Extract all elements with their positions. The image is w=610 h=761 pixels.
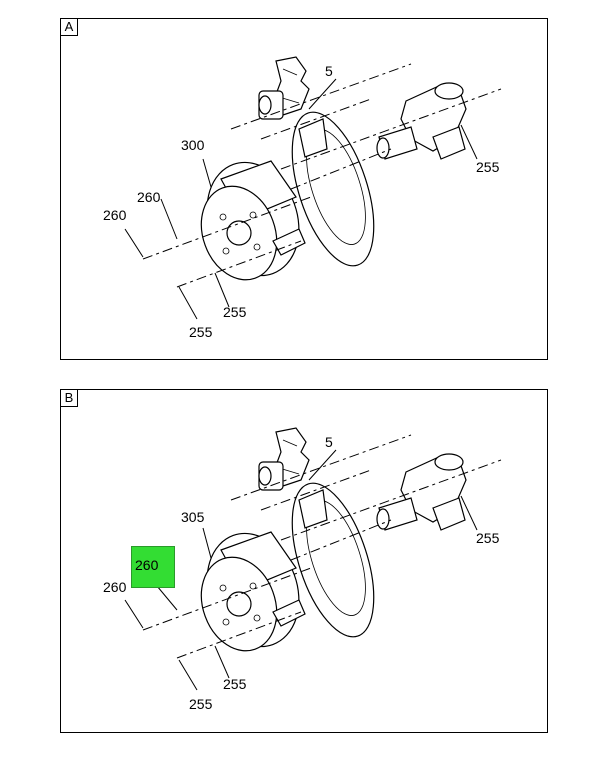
assembly-centerlines: [142, 434, 502, 659]
callout-part-260: 260: [103, 579, 127, 595]
assembly-centerlines: [142, 63, 502, 288]
backing-plate: [291, 111, 375, 267]
mounting-bracket: [258, 56, 310, 120]
callout-part-255: 255: [223, 676, 247, 692]
brake-assembly-drawing-b: 5 305 260 255 255 255: [103, 427, 502, 712]
diagram-panel-b: B: [60, 389, 548, 733]
callout-part-255: 255: [189, 696, 213, 712]
callout-part-260: 260: [137, 189, 161, 205]
steering-knuckle: [376, 82, 467, 160]
callout-part-255: 255: [476, 159, 500, 175]
steering-knuckle: [376, 453, 467, 531]
callout-part-255: 255: [223, 304, 247, 320]
callout-part-5: 5: [325, 434, 333, 450]
highlighted-part-260[interactable]: 260: [131, 546, 175, 588]
backing-plate: [291, 482, 375, 638]
brake-shoe-assembly: [200, 531, 306, 652]
callout-part-300: 300: [181, 137, 205, 153]
leader-lines: [124, 449, 478, 691]
callout-part-260: 260: [103, 207, 127, 223]
callout-part-260-highlighted: 260: [135, 557, 159, 573]
brake-assembly-drawing-a: 5 300 260 260 255 255 255: [103, 56, 502, 340]
callout-part-255: 255: [189, 324, 213, 340]
leader-lines: [124, 78, 478, 320]
callout-part-305: 305: [181, 509, 205, 525]
diagram-panel-a: A: [60, 18, 548, 360]
panel-tag-a: A: [60, 18, 78, 36]
panel-tag-b: B: [60, 389, 78, 407]
callout-part-255: 255: [476, 530, 500, 546]
highlight-callout: 260: [135, 557, 159, 573]
callout-part-5: 5: [325, 63, 333, 79]
